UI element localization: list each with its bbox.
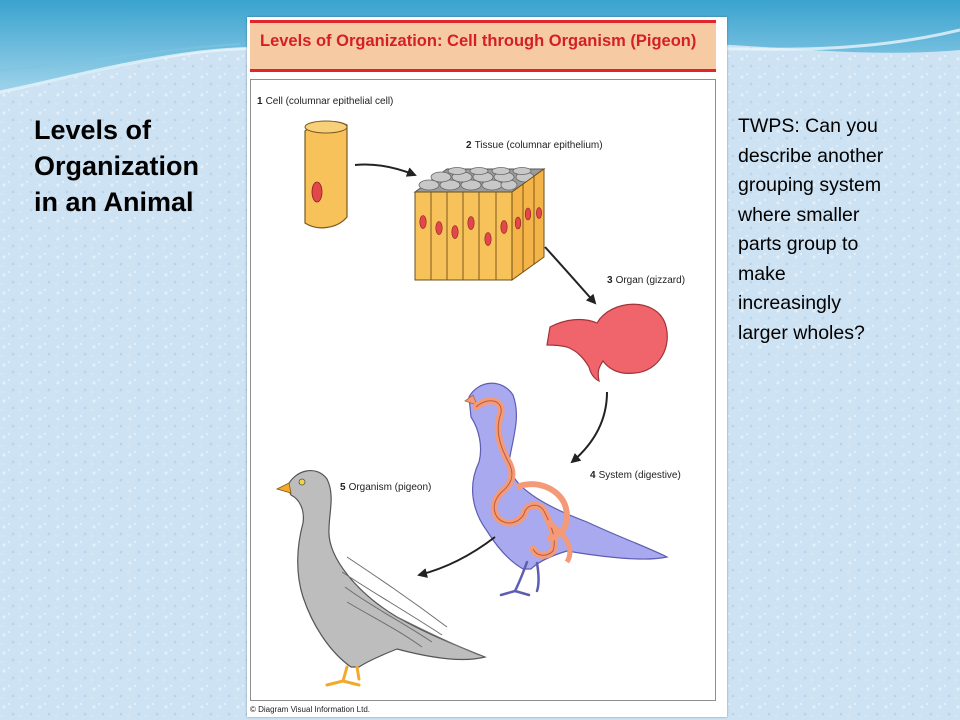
slide-title-line: Levels of <box>34 115 152 145</box>
figure-artwork <box>275 120 669 687</box>
level-number: 5 <box>340 482 346 493</box>
level-text: Organ (gizzard) <box>615 275 686 286</box>
gizzard-organ-illustration <box>546 303 668 383</box>
twps-question-line: describe another <box>738 144 884 167</box>
level-number: 1 <box>257 96 263 107</box>
twps-question-line: grouping system <box>738 174 882 196</box>
digestive-system-pigeon-illustration <box>464 382 669 597</box>
pigeon-organism-illustration <box>275 470 487 687</box>
twps-question-line: increasingly <box>738 292 841 314</box>
twps-question-line: where smaller <box>738 203 860 226</box>
arrow-system-to-organism <box>417 536 496 578</box>
figure-title: Levels of Organization: Cell through Org… <box>260 32 697 50</box>
level-number: 4 <box>590 470 596 481</box>
level-text: Cell (columnar epithelial cell) <box>265 96 394 107</box>
arrow-organ-to-system <box>570 391 608 464</box>
columnar-cell-illustration <box>304 120 348 229</box>
figure-copyright: © Diagram Visual Information Ltd. <box>250 705 371 714</box>
figure-header: Levels of Organization: Cell through Org… <box>250 20 716 72</box>
level-text: Tissue (columnar epithelium) <box>474 140 603 151</box>
arrow-tissue-to-organ <box>544 246 597 305</box>
level-number: 2 <box>466 140 472 151</box>
level-text: System (digestive) <box>598 470 681 481</box>
twps-question-line: TWPS: Can you <box>738 115 878 137</box>
twps-question-line: larger wholes? <box>738 321 865 344</box>
twps-question-line: make <box>738 262 786 285</box>
twps-question-line: parts group to <box>738 233 859 255</box>
epithelium-tissue-illustration <box>413 167 546 281</box>
slide-title-line: Organization <box>34 151 200 181</box>
organization-figure: Levels of Organization: Cell through Org… <box>247 17 727 717</box>
twps-question: TWPS: Can you describe another grouping … <box>738 112 953 348</box>
level-text: Organism (pigeon) <box>348 482 432 493</box>
slide-title: Levels of Organization in an Animal <box>34 112 244 220</box>
level-number: 3 <box>607 275 613 286</box>
arrow-cell-to-tissue <box>354 163 417 177</box>
slide-title-line: in an Animal <box>34 187 194 217</box>
